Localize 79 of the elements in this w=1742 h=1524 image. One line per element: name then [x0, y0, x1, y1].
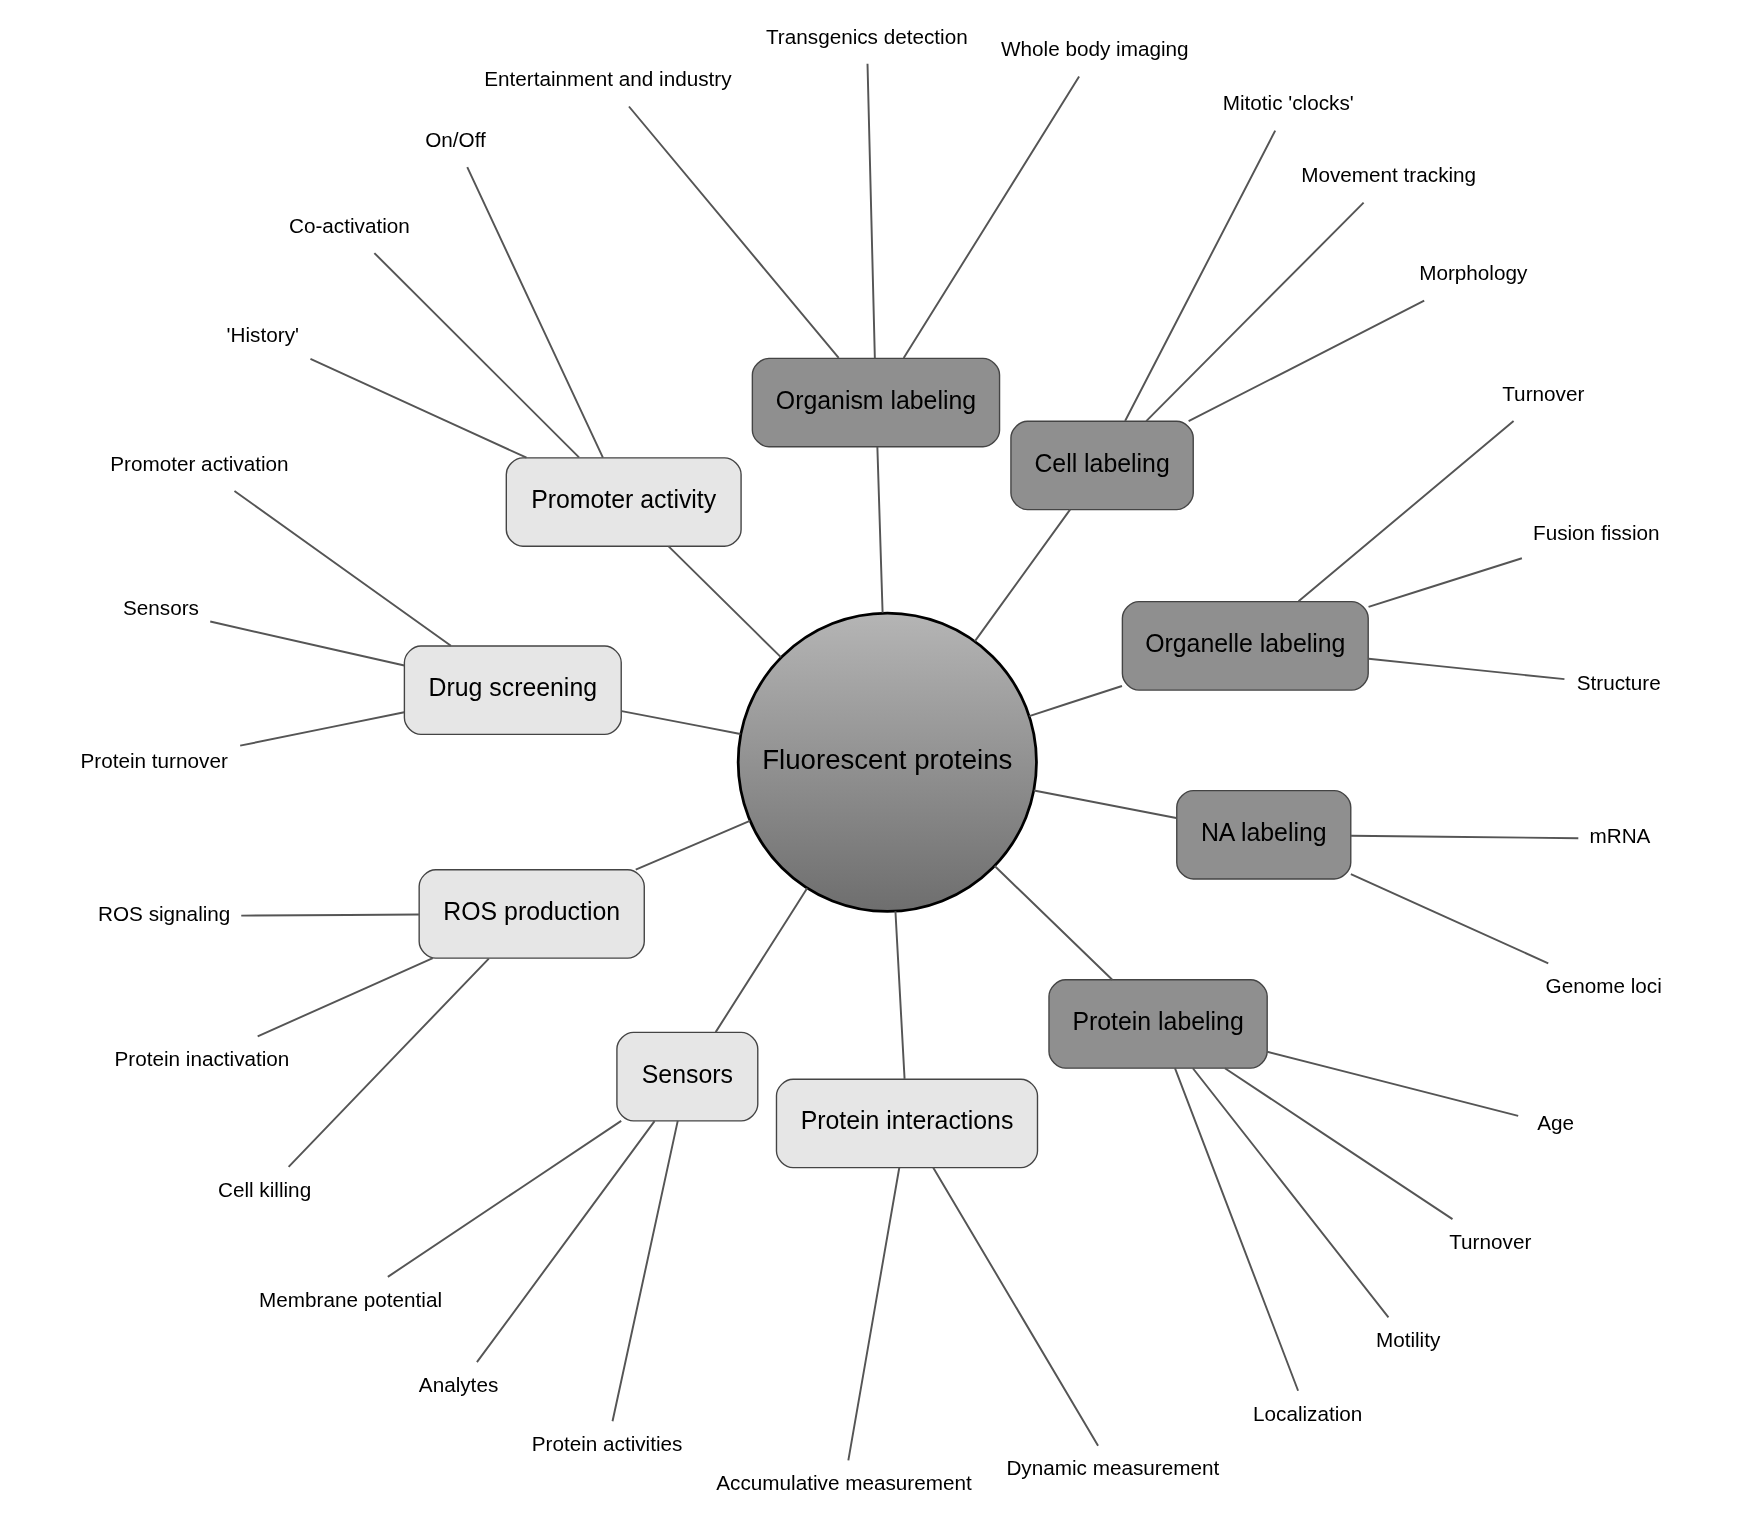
node-box: Sensors: [616, 1031, 759, 1122]
connector: [1266, 1050, 1520, 1117]
connector: [1174, 1067, 1300, 1392]
node-text: Cell killing: [217, 1177, 312, 1201]
connector: [628, 105, 840, 359]
connector: [894, 910, 906, 1080]
connector: [620, 710, 742, 735]
node-text: mRNA: [1589, 824, 1651, 848]
connector: [932, 1166, 1100, 1447]
node-text: Turnover: [1502, 382, 1585, 405]
connector: [634, 819, 751, 871]
node-box: Promoter activity: [505, 457, 742, 547]
node-box: Protein labeling: [1048, 979, 1268, 1069]
node-text: Protein turnover: [80, 749, 228, 773]
connector: [233, 490, 452, 647]
connector: [386, 1119, 623, 1278]
connector: [974, 508, 1072, 643]
connector: [1367, 557, 1523, 608]
node-box: Cell labeling: [1010, 420, 1194, 511]
node-text: Sensors: [122, 596, 199, 620]
connector: [1367, 657, 1566, 681]
connector: [1124, 129, 1277, 422]
node-text: Age: [1537, 1111, 1574, 1135]
node-text: Morphology: [1419, 261, 1528, 285]
node-circle: Fluorescent proteins: [736, 611, 1038, 913]
connector: [611, 1119, 679, 1423]
node-text: Promoter activation: [110, 451, 289, 475]
connector: [847, 1166, 901, 1462]
connector: [287, 957, 490, 1168]
node-text: Turnover: [1449, 1230, 1532, 1254]
node-text: 'History': [226, 323, 299, 347]
node-text: Analytes: [418, 1372, 499, 1396]
node-text: Transgenics detection: [765, 24, 968, 48]
node-box: Drug screening: [403, 645, 622, 736]
connector: [993, 865, 1114, 981]
node-text: Whole body imaging: [1001, 37, 1189, 61]
connector: [1297, 420, 1515, 603]
node-box: ROS production: [418, 869, 645, 959]
node-box: Organelle labeling: [1121, 601, 1369, 691]
connector: [466, 166, 604, 459]
connector: [1145, 201, 1365, 423]
node-box: NA labeling: [1176, 789, 1352, 880]
connector: [373, 252, 580, 459]
node-text: Motility: [1375, 1328, 1441, 1352]
connector: [667, 545, 782, 659]
node-text: Accumulative measurement: [716, 1471, 972, 1495]
node-text: Protein activities: [531, 1432, 683, 1456]
connector: [866, 62, 876, 360]
node-box: Organism labeling: [751, 357, 1001, 448]
connector: [1349, 873, 1550, 965]
node-text: Membrane potential: [259, 1287, 443, 1311]
node-text: Genome loci: [1545, 974, 1662, 998]
connector: [1349, 834, 1580, 840]
connector: [209, 620, 406, 667]
connector: [1191, 1067, 1390, 1319]
node-text: On/Off: [425, 127, 486, 151]
connector: [256, 957, 434, 1038]
node-text: Localization: [1253, 1401, 1363, 1425]
node-text: Co-activation: [289, 213, 410, 237]
connector: [1033, 789, 1178, 819]
node-text: ROS signaling: [98, 901, 231, 925]
connector: [239, 711, 406, 747]
connector: [1187, 299, 1426, 423]
connector: [240, 913, 420, 917]
connector: [876, 446, 884, 614]
node-text: Protein inactivation: [114, 1047, 290, 1071]
connector: [1223, 1067, 1454, 1221]
connector: [1028, 685, 1123, 718]
connector: [309, 358, 528, 459]
connector: [902, 75, 1081, 360]
node-text: Mitotic 'clocks': [1222, 91, 1354, 115]
node-text: Movement tracking: [1301, 163, 1477, 187]
connector: [714, 887, 809, 1034]
node-text: Entertainment and industry: [484, 67, 732, 91]
node-text: Dynamic measurement: [1006, 1456, 1220, 1480]
node-text: Fusion fission: [1533, 520, 1660, 544]
connector: [475, 1120, 656, 1364]
node-text: Structure: [1576, 670, 1661, 694]
node-box: Protein interactions: [775, 1078, 1039, 1169]
